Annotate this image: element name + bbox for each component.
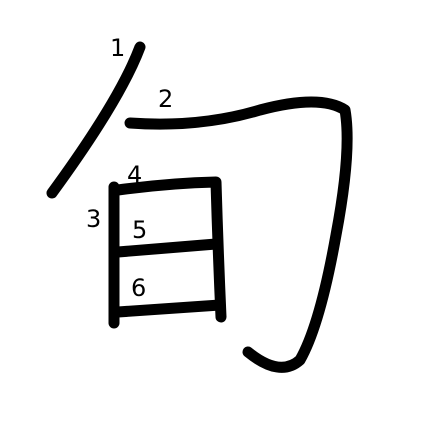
stroke-6-path — [112, 299, 226, 318]
stroke-number-4: 4 — [127, 161, 142, 189]
stroke-number-2: 2 — [158, 85, 173, 113]
stroke-number-6: 6 — [131, 274, 146, 302]
stroke-5-path — [112, 238, 222, 258]
stroke-number-1: 1 — [110, 34, 125, 62]
stroke-number-3: 3 — [86, 205, 101, 233]
stroke-4-path — [112, 176, 227, 323]
stroke-number-5: 5 — [132, 216, 147, 244]
stroke-2-path — [124, 96, 353, 373]
stroke-1-path — [46, 41, 146, 199]
